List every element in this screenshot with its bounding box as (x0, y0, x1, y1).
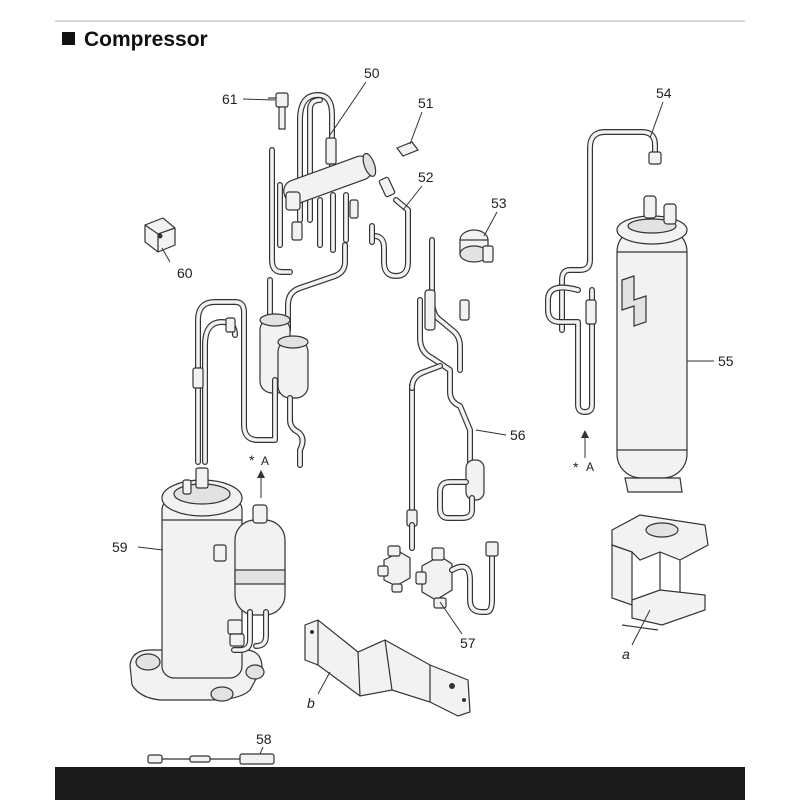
part-50-pipe-assembly (267, 92, 377, 333)
ref-a-right: * A (573, 430, 594, 475)
callout-61: 61 (222, 91, 238, 107)
callout-52: 52 (418, 169, 434, 185)
callout-56: 56 (510, 427, 526, 443)
callout-59: 59 (112, 539, 128, 555)
ref-a-left-letter: A (261, 454, 269, 468)
ref-a-left: * A (249, 452, 269, 498)
callout-50: 50 (364, 65, 380, 81)
callout-51: 51 (418, 95, 434, 111)
part-57-service-valves (377, 522, 499, 615)
callout-b: b (307, 695, 315, 711)
part-51-plug (396, 141, 419, 157)
part-55-tank (616, 195, 688, 493)
part-58-sensor (147, 753, 275, 765)
callout-labels: 50 51 52 53 54 55 56 57 58 59 60 61 a b (112, 65, 734, 747)
callout-57: 57 (460, 635, 476, 651)
part-b-mounting-plate (304, 619, 471, 717)
part-52-pipe (369, 176, 411, 279)
ref-a-right-letter: A (586, 460, 594, 474)
page-title: Compressor (62, 28, 208, 52)
bottom-band (55, 767, 745, 800)
callout-60: 60 (177, 265, 193, 281)
ref-a-right-star: * (573, 459, 579, 475)
part-61-valve (268, 92, 289, 130)
callout-55: 55 (718, 353, 734, 369)
leader-lines (137, 81, 714, 755)
suction-pipe (192, 299, 278, 465)
part-56-pipe-assembly (406, 237, 485, 527)
callout-a: a (622, 646, 630, 662)
part-54-pipe (545, 129, 662, 415)
page-title-text: Compressor (84, 28, 208, 51)
mufflers (259, 313, 309, 468)
compressor-accumulator (227, 504, 286, 653)
callout-53: 53 (491, 195, 507, 211)
title-square-icon (62, 32, 75, 45)
part-a-tank-bracket (611, 514, 709, 631)
callout-58: 58 (256, 731, 272, 747)
part-60-bracket (144, 217, 176, 253)
top-rule (55, 20, 745, 22)
callout-54: 54 (656, 85, 672, 101)
ref-a-left-star: * (249, 452, 255, 468)
part-59-compressor (129, 467, 265, 702)
part-53-coil (459, 229, 494, 263)
